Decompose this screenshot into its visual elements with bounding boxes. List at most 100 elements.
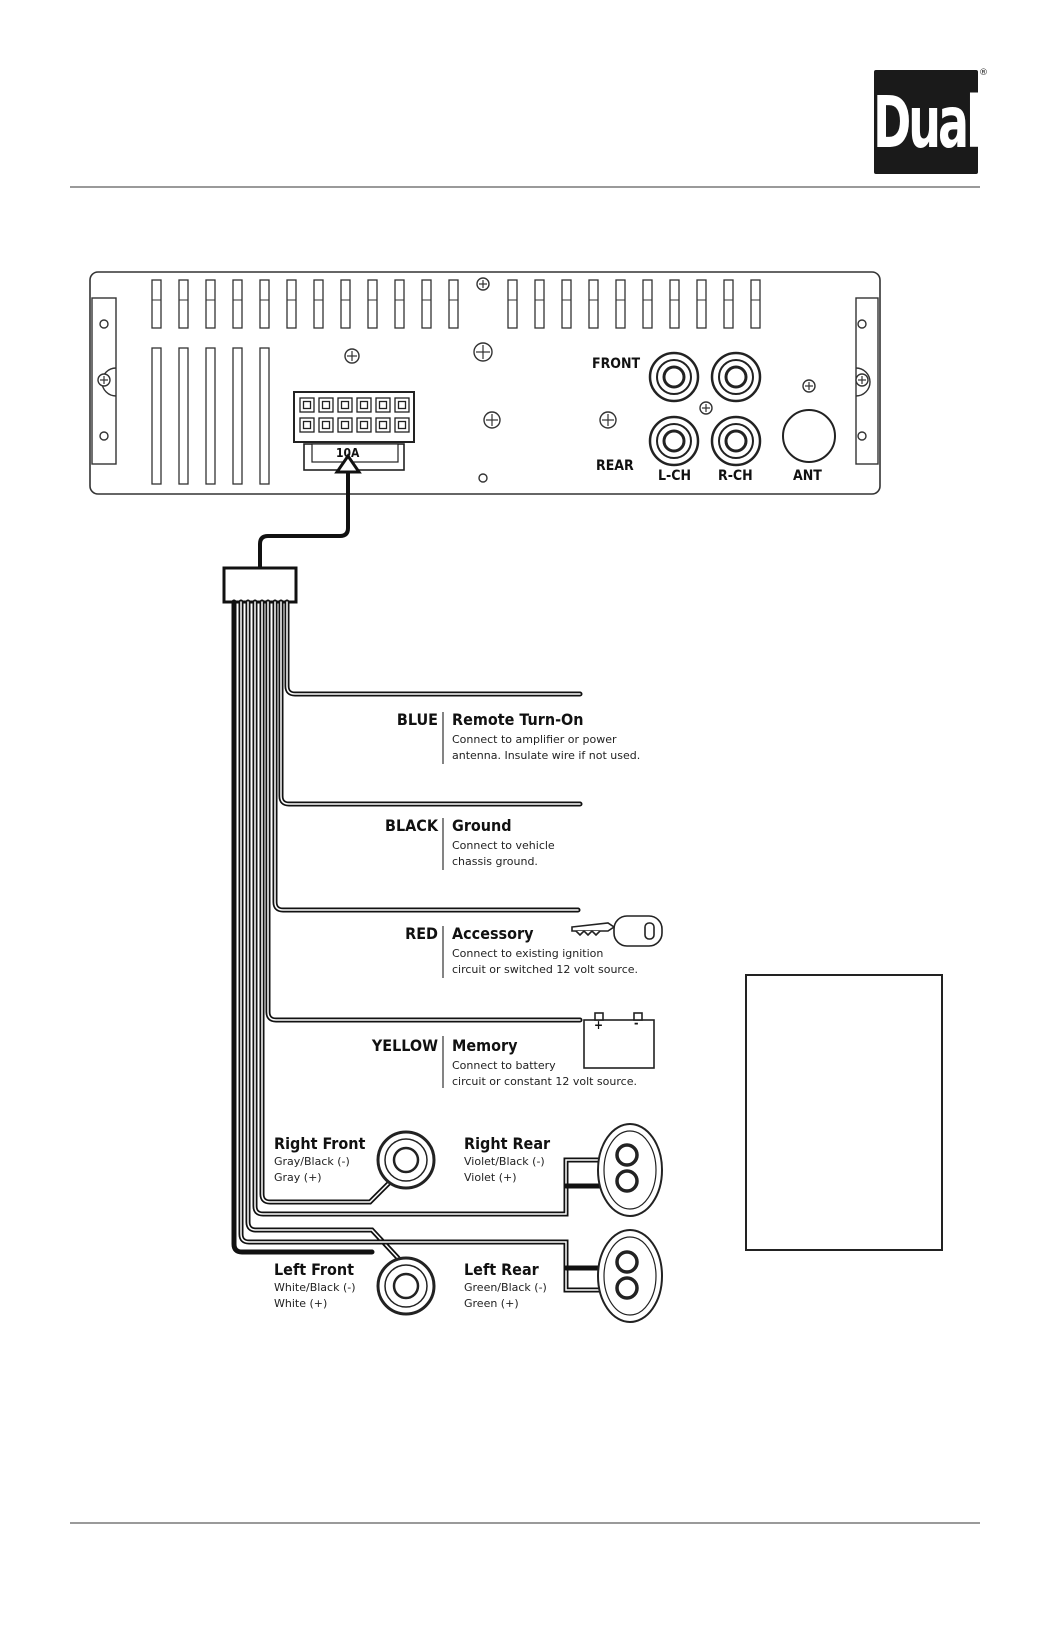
vent-slot — [448, 279, 459, 329]
socket-pin — [378, 420, 388, 430]
wire-function-ground: Ground — [452, 816, 512, 835]
wire-desc-line: antenna. Insulate wire if not used. — [452, 749, 641, 762]
fuse-label: 10A — [336, 446, 360, 460]
speaker-left-front-title: Left Front — [274, 1260, 355, 1279]
harness-plug — [222, 566, 298, 604]
wire-color-red: RED — [405, 924, 438, 943]
vent-slot — [340, 279, 351, 329]
screw-icon — [478, 473, 488, 483]
wire-desc-line: Connect to existing ignition — [452, 947, 604, 960]
screw-icon — [99, 431, 109, 441]
vent-slot — [642, 279, 653, 329]
vent-slot — [205, 347, 216, 485]
vent-slot — [259, 347, 270, 485]
head-unit-rear-panel — [89, 271, 881, 495]
vent-slot — [232, 347, 243, 485]
battery-minus-label: - — [634, 1016, 639, 1030]
brand-text: Dual — [873, 80, 982, 164]
wire-function-memory: Memory — [452, 1036, 518, 1055]
left-front-speaker-icon — [376, 1256, 436, 1316]
speaker-wire-neg: Green/Black (-) — [464, 1281, 547, 1294]
socket-pin — [321, 420, 331, 430]
speaker-right-front-desc: Gray/Black (-) Gray (+) — [274, 1154, 350, 1186]
wire-desc-line: chassis ground. — [452, 855, 538, 868]
vent-slot — [421, 279, 432, 329]
socket-pin — [378, 400, 388, 410]
socket-arrow — [334, 453, 362, 474]
socket-pin — [302, 420, 312, 430]
left-rear-speaker-icon — [597, 1229, 663, 1323]
vent-slot — [394, 279, 405, 329]
registered-mark: ® — [979, 68, 988, 78]
socket-pin — [397, 420, 407, 430]
harness-wires — [231, 599, 615, 1293]
wire-color-blue: BLUE — [396, 710, 438, 729]
wire-color-yellow: YELLOW — [371, 1036, 438, 1055]
vent-slot — [151, 279, 162, 329]
vent-slot — [178, 347, 189, 485]
vent-slot — [367, 279, 378, 329]
vent-slot — [313, 279, 324, 329]
wire-function-accessory: Accessory — [452, 924, 534, 943]
vent-slot — [723, 279, 734, 329]
screw-icon — [857, 319, 867, 329]
vent-slot — [588, 279, 599, 329]
speaker-left-rear-desc: Green/Black (-) Green (+) — [464, 1280, 547, 1312]
screw-icon — [99, 319, 109, 329]
socket-pin — [321, 400, 331, 410]
ignition-key-icon — [571, 915, 663, 947]
speaker-wire-pos: Gray (+) — [274, 1171, 322, 1184]
speaker-wire-pos: Green (+) — [464, 1297, 519, 1310]
vent-slot — [534, 279, 545, 329]
wire-desc-line: Connect to vehicle — [452, 839, 555, 852]
wire-desc-memory: Connect to battery circuit or constant 1… — [452, 1058, 637, 1090]
wire-function-remote: Remote Turn-On — [452, 710, 584, 729]
wire-color-black: BLACK — [385, 816, 438, 835]
speaker-left-front-desc: White/Black (-) White (+) — [274, 1280, 356, 1312]
vent-slot — [232, 279, 243, 329]
vent-slot — [561, 279, 572, 329]
wire-desc-line: Connect to amplifier or power — [452, 733, 617, 746]
socket-pin — [359, 420, 369, 430]
speaker-wire-neg: Gray/Black (-) — [274, 1155, 350, 1168]
socket-pin — [340, 400, 350, 410]
wire-desc-remote: Connect to amplifier or power antenna. I… — [452, 732, 640, 764]
vent-slot — [750, 279, 761, 329]
wire-desc-ground: Connect to vehicle chassis ground. — [452, 838, 555, 870]
socket-pin — [340, 420, 350, 430]
ant-label: ANT — [793, 468, 822, 484]
footer-divider — [70, 1522, 980, 1524]
speaker-right-rear-desc: Violet/Black (-) Violet (+) — [464, 1154, 545, 1186]
vent-slot — [669, 279, 680, 329]
vent-slot — [696, 279, 707, 329]
battery-plus-label: + — [594, 1018, 604, 1032]
speaker-wire-neg: White/Black (-) — [274, 1281, 356, 1294]
speaker-wire-neg: Violet/Black (-) — [464, 1155, 545, 1168]
vent-slot — [205, 279, 216, 329]
vent-slot — [507, 279, 518, 329]
rca-jacks — [648, 351, 836, 467]
vent-slot — [151, 347, 162, 485]
socket-pin — [397, 400, 407, 410]
harness-cable — [258, 470, 350, 568]
right-rear-speaker-icon — [597, 1123, 663, 1217]
wire-desc-line: Connect to battery — [452, 1059, 556, 1072]
wire-desc-accessory: Connect to existing ignition circuit or … — [452, 946, 638, 978]
blank-note-box — [745, 974, 943, 1251]
lch-label: L-CH — [658, 468, 692, 484]
socket-pin — [359, 400, 369, 410]
dual-logo: Dual — [873, 70, 982, 174]
front-label: FRONT — [592, 356, 641, 372]
harness-socket — [293, 391, 415, 471]
vent-slot — [286, 279, 297, 329]
vent-slot — [615, 279, 626, 329]
battery-icon — [583, 1012, 655, 1069]
screw-icon — [857, 431, 867, 441]
rear-label: REAR — [596, 458, 634, 474]
speaker-right-front-title: Right Front — [274, 1134, 366, 1153]
speaker-wire-pos: White (+) — [274, 1297, 328, 1310]
socket-pin — [302, 400, 312, 410]
wire-desc-line: circuit or switched 12 volt source. — [452, 963, 639, 976]
